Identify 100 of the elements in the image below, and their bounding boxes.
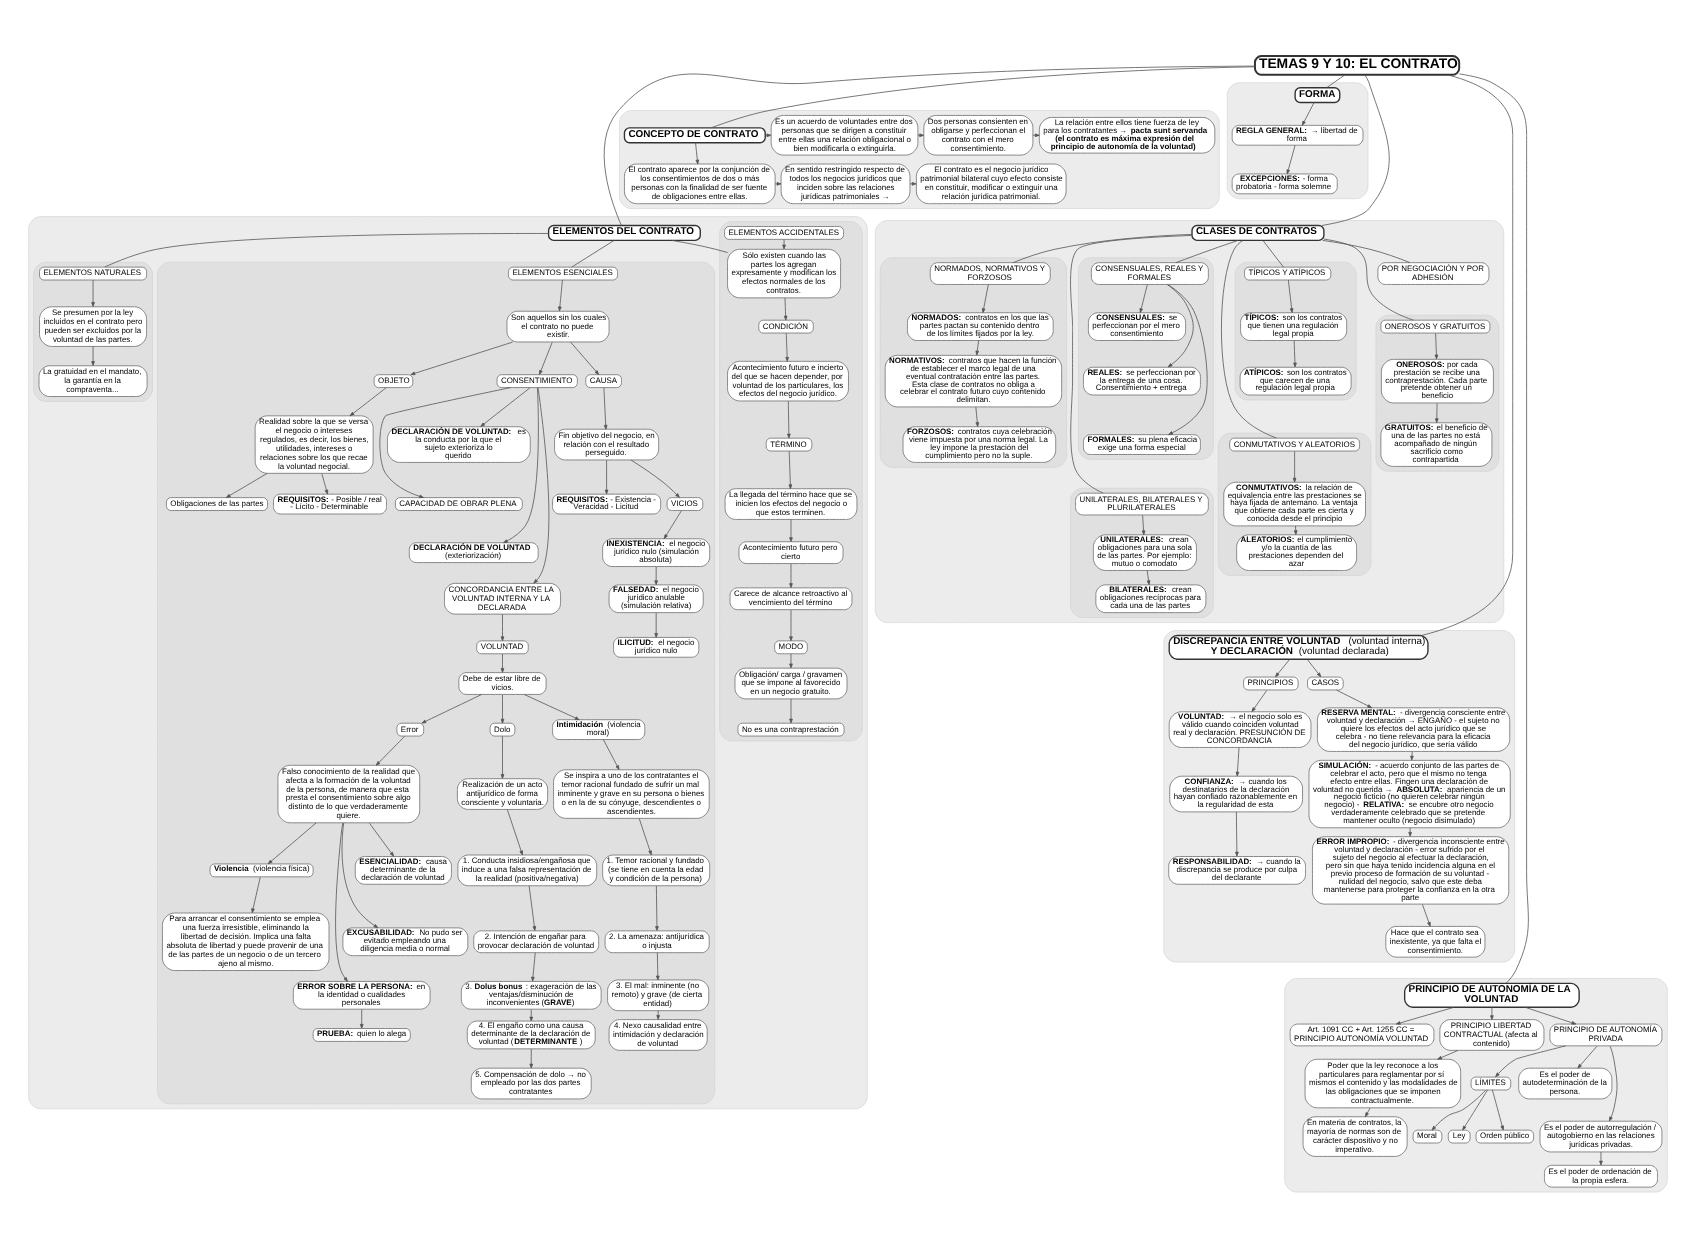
arrow xyxy=(500,694,505,724)
connector xyxy=(1175,240,1239,264)
arrow xyxy=(774,182,782,186)
arrow xyxy=(1293,340,1297,368)
connector xyxy=(1070,235,1192,494)
arrow xyxy=(533,387,550,584)
arrow xyxy=(1306,659,1322,678)
arrow xyxy=(523,694,580,721)
connector xyxy=(1323,238,1414,321)
arrow xyxy=(349,387,387,417)
arrow xyxy=(503,387,539,544)
arrow xyxy=(91,346,95,366)
cluster xyxy=(1218,432,1372,576)
arrow xyxy=(975,406,980,427)
arrow xyxy=(1166,284,1194,368)
arrow xyxy=(789,698,793,724)
arrow xyxy=(225,473,268,498)
connector xyxy=(104,233,549,268)
arrow xyxy=(500,613,505,642)
arrow xyxy=(1431,1089,1486,1131)
arrow xyxy=(1462,1089,1488,1131)
arrow xyxy=(630,459,680,498)
arrow xyxy=(604,459,609,495)
arrow xyxy=(656,1010,660,1020)
arrow xyxy=(1235,747,1240,777)
arrow xyxy=(787,400,791,439)
arrow xyxy=(267,822,317,865)
arrow xyxy=(1141,515,1146,536)
arrow xyxy=(369,822,395,857)
arrow xyxy=(507,809,523,856)
arrow xyxy=(1609,1045,1618,1122)
arrow xyxy=(531,952,536,982)
connector xyxy=(671,240,728,253)
cluster xyxy=(1226,82,1369,200)
arrow xyxy=(480,387,531,427)
arrow xyxy=(1251,689,1268,712)
arrow xyxy=(1524,1006,1577,1025)
arrow xyxy=(917,133,925,138)
arrow xyxy=(654,612,658,638)
arrow xyxy=(91,279,95,307)
arrow xyxy=(421,694,482,724)
arrow xyxy=(528,885,537,931)
arrow xyxy=(1293,525,1298,535)
arrow xyxy=(500,653,505,673)
arrow xyxy=(1139,284,1148,314)
arrow xyxy=(663,510,682,540)
arrow xyxy=(909,182,917,186)
arrow xyxy=(789,653,793,669)
connector xyxy=(1262,240,1284,268)
arrow xyxy=(341,822,379,929)
arrow xyxy=(1336,689,1373,709)
connector xyxy=(571,240,615,268)
connector xyxy=(710,66,1256,129)
arrow xyxy=(764,133,772,138)
arrow xyxy=(656,952,660,981)
arrow xyxy=(375,735,406,766)
arrow xyxy=(1492,1089,1504,1131)
connector xyxy=(1012,234,1193,263)
arrow xyxy=(379,387,511,499)
connector xyxy=(1221,240,1277,439)
arrow xyxy=(558,279,563,312)
arrow xyxy=(695,142,700,165)
arrow xyxy=(603,387,608,430)
cluster xyxy=(1078,257,1214,460)
arrow xyxy=(1167,284,1208,435)
arrow xyxy=(1301,102,1315,126)
arrow xyxy=(975,340,980,356)
arrow xyxy=(1364,1107,1371,1118)
arrow xyxy=(529,1048,534,1069)
arrow xyxy=(783,297,788,321)
arrow xyxy=(570,341,600,375)
arrow xyxy=(1435,402,1439,423)
connector xyxy=(1421,74,1514,636)
arrow xyxy=(785,332,789,362)
connector xyxy=(1321,74,1390,226)
arrow xyxy=(1146,570,1151,586)
arrow xyxy=(1490,1007,1494,1020)
arrow xyxy=(410,341,513,376)
arrow xyxy=(1286,144,1296,175)
arrow xyxy=(782,239,786,250)
arrow xyxy=(655,885,659,931)
arrow xyxy=(1275,659,1290,678)
arrow xyxy=(321,473,329,495)
arrow xyxy=(539,341,553,375)
arrow xyxy=(638,818,652,856)
arrow xyxy=(1292,450,1297,483)
arrow xyxy=(1287,279,1294,313)
arrow xyxy=(602,739,620,770)
cluster xyxy=(33,261,153,402)
arrow xyxy=(1422,904,1431,927)
arrow xyxy=(789,563,793,588)
connector xyxy=(1322,240,1411,263)
arrow xyxy=(335,822,348,982)
arrow xyxy=(1032,133,1040,138)
arrow xyxy=(789,519,793,542)
arrow xyxy=(1437,1050,1459,1060)
arrow xyxy=(1410,751,1414,761)
arrow xyxy=(251,876,261,914)
arrow xyxy=(788,450,793,490)
arrow xyxy=(529,1009,534,1022)
